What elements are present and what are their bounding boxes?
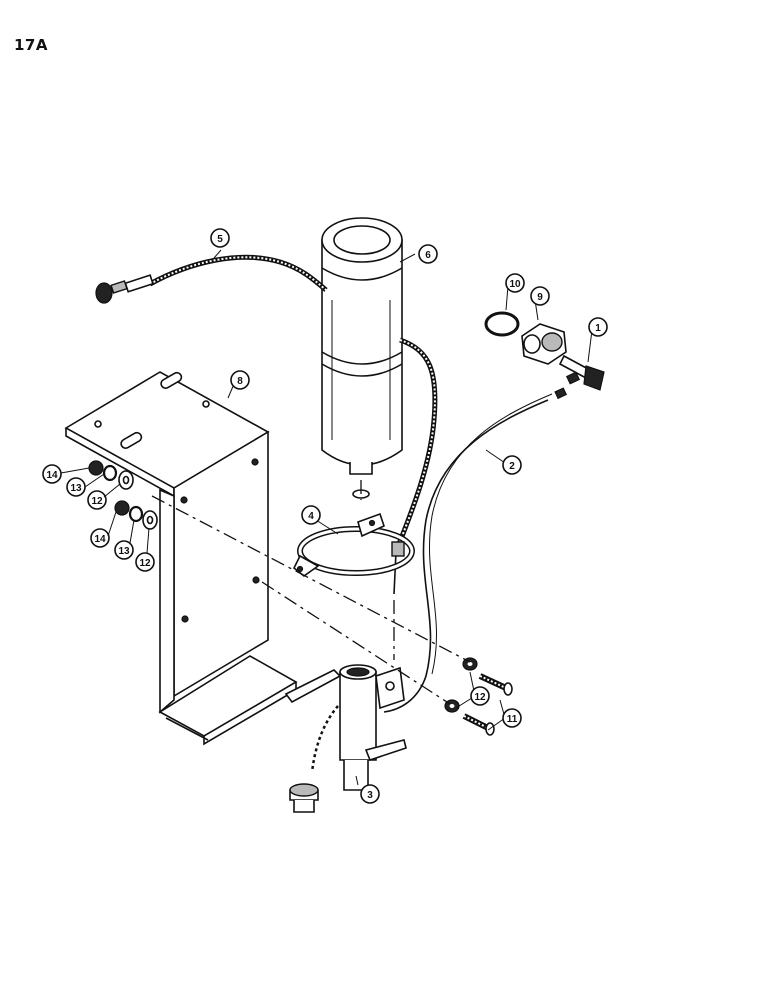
callout-13-lower: 13 xyxy=(114,540,134,560)
svg-text:12: 12 xyxy=(474,692,486,703)
svg-text:14: 14 xyxy=(46,470,58,481)
svg-text:3: 3 xyxy=(367,790,373,801)
svg-text:12: 12 xyxy=(139,558,151,569)
alignment-line-upper xyxy=(151,495,471,663)
plug-9 xyxy=(521,323,567,365)
svg-text:13: 13 xyxy=(70,483,82,494)
svg-text:10: 10 xyxy=(509,279,521,290)
svg-text:2: 2 xyxy=(509,461,515,472)
nut-14-lower xyxy=(114,500,130,516)
callout-5: 5 xyxy=(210,228,230,248)
bolt-11-upper xyxy=(478,673,513,696)
svg-text:11: 11 xyxy=(507,714,518,725)
svg-text:13: 13 xyxy=(118,546,130,557)
lockwasher-13-upper xyxy=(102,464,118,482)
callout-13-upper: 13 xyxy=(66,477,86,497)
washer-12-right-upper xyxy=(462,657,478,671)
fuel-line xyxy=(383,393,553,713)
svg-text:6: 6 xyxy=(425,250,431,261)
callout-14-upper: 14 xyxy=(42,464,62,484)
callout-2: 2 xyxy=(502,455,522,475)
lockwasher-13-lower xyxy=(128,505,144,523)
callout-11: 11 xyxy=(502,708,522,728)
callout-12-lower-left: 12 xyxy=(135,552,155,572)
callout-3: 3 xyxy=(360,784,380,804)
svg-text:14: 14 xyxy=(94,534,106,545)
callout-12-right: 12 xyxy=(470,686,490,706)
fitting-1 xyxy=(554,354,605,400)
reservoir-canister xyxy=(321,217,403,499)
bolt-11-lower xyxy=(462,713,495,736)
callout-14-lower: 14 xyxy=(90,528,110,548)
svg-text:8: 8 xyxy=(237,376,243,387)
gasket-10 xyxy=(484,311,520,337)
alignment-line-lower xyxy=(261,581,451,705)
svg-text:1: 1 xyxy=(595,323,601,334)
svg-text:4: 4 xyxy=(308,511,314,522)
callout-9: 9 xyxy=(530,286,550,306)
callout-12-upper-left: 12 xyxy=(87,490,107,510)
callout-8: 8 xyxy=(230,370,250,390)
callout-10: 10 xyxy=(505,273,525,293)
svg-text:9: 9 xyxy=(537,292,543,303)
primer-valve xyxy=(289,664,407,813)
page-label: 17A xyxy=(14,36,48,54)
callout-4: 4 xyxy=(301,505,321,525)
nut-14-upper xyxy=(88,460,104,476)
callout-6: 6 xyxy=(418,244,438,264)
svg-text:5: 5 xyxy=(217,234,223,245)
washer-12-lower xyxy=(142,510,158,530)
mounting-bracket xyxy=(64,371,342,746)
canister-clamp xyxy=(292,512,415,578)
svg-text:12: 12 xyxy=(91,496,103,507)
callout-1: 1 xyxy=(588,317,608,337)
control-cable xyxy=(95,254,438,595)
callout-leaders-left xyxy=(60,467,150,554)
washer-12-upper xyxy=(118,470,134,490)
